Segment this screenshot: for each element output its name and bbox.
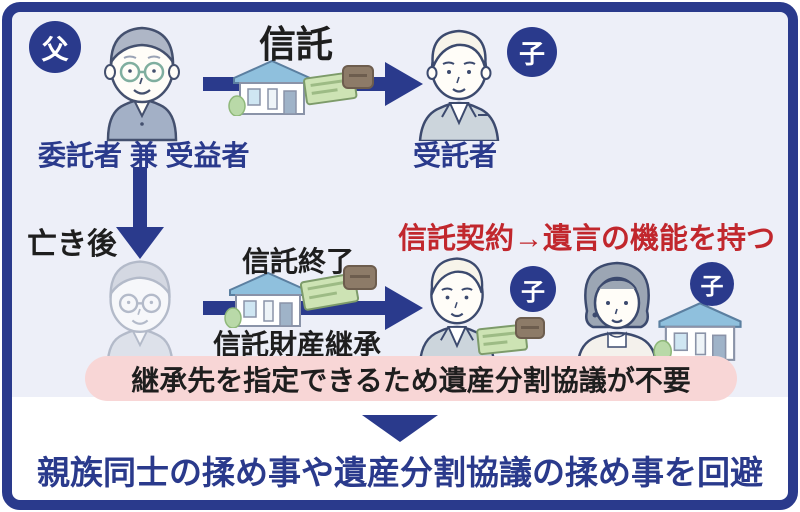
father-badge-label: 父 bbox=[41, 34, 69, 65]
son-heir-illustration bbox=[418, 257, 496, 363]
trust-property-succession-label: 信託財産継承 bbox=[213, 329, 382, 360]
trust-title: 信託 bbox=[259, 24, 333, 65]
highlight-banner-text: 継承先を指定できるため遺産分割協議が不要 bbox=[131, 364, 691, 396]
child-badge-top: 子 bbox=[507, 27, 557, 77]
house-icon-2 bbox=[224, 271, 307, 328]
child-badge-house-label: 子 bbox=[700, 273, 724, 299]
house-icon bbox=[228, 59, 311, 116]
after-death-label: 亡き後 bbox=[27, 228, 117, 261]
son-role-label: 受託者 bbox=[413, 140, 498, 171]
child-badge-house: 子 bbox=[690, 262, 734, 306]
son-illustration bbox=[418, 29, 500, 141]
house-icon-3 bbox=[653, 302, 742, 362]
trust-end-label: 信託終了 bbox=[242, 246, 355, 277]
arrow-down-icon bbox=[116, 167, 164, 259]
money-icon-2 bbox=[300, 265, 377, 311]
father-role-label: 委託者 兼 受益者 bbox=[38, 140, 250, 171]
triangle-down-icon bbox=[362, 415, 438, 442]
conclusion-text: 親族同士の揉め事や遺産分割協議の揉め事を回避 bbox=[37, 454, 763, 491]
money-icon bbox=[303, 65, 374, 106]
child-badge-son: 子 bbox=[510, 266, 556, 312]
highlight-banner: 継承先を指定できるため遺産分割協議が不要 bbox=[85, 356, 737, 401]
deceased-father-illustration bbox=[106, 260, 174, 366]
trust-contract-note: 信託契約→遺言の機能を持つ bbox=[398, 223, 776, 255]
father-illustration bbox=[104, 26, 180, 142]
child-badge-son-label: 子 bbox=[521, 278, 545, 306]
father-badge: 父 bbox=[29, 21, 81, 73]
money-icon-inherited bbox=[476, 317, 545, 356]
child-badge-top-label: 子 bbox=[518, 38, 545, 69]
mother-illustration bbox=[576, 261, 658, 363]
